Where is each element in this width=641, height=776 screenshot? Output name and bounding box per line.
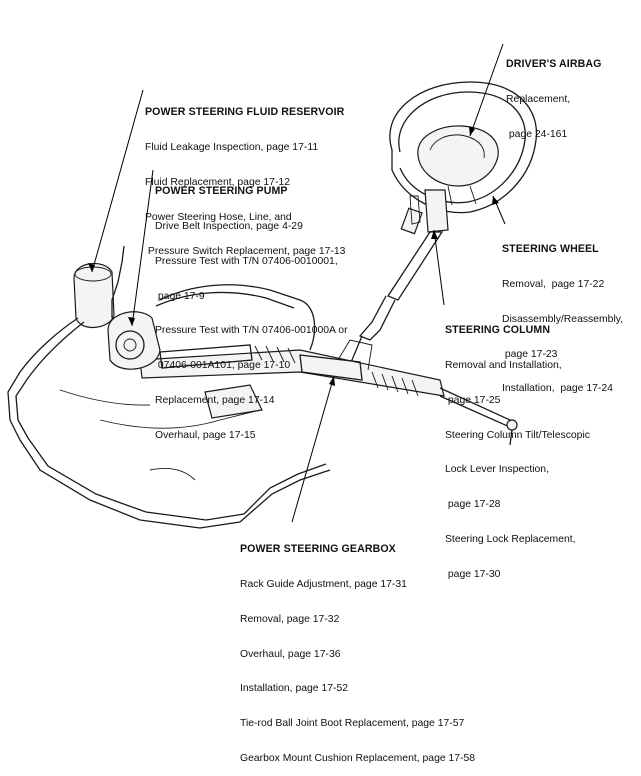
callout-line: Pressure Test with T/N 07406-0010001, bbox=[155, 255, 338, 267]
steering-column-drawing bbox=[344, 189, 449, 373]
callout-line: Pressure Switch Replacement, page 17-13 bbox=[145, 246, 346, 258]
steering-gearbox-drawing bbox=[139, 339, 518, 446]
callout-title: POWER STEERING GEARBOX bbox=[240, 543, 396, 556]
callout-title: POWER STEERING PUMP bbox=[155, 185, 288, 198]
hoses-and-lines-drawing bbox=[7, 284, 331, 529]
callout-line: Pressure Test with T/N 07406-001000A or bbox=[155, 325, 348, 337]
callout-line: page 17-25 bbox=[445, 394, 501, 406]
callout-line: Lock Lever Inspection, bbox=[445, 464, 549, 476]
callout-line: Overhaul, page 17-15 bbox=[155, 429, 256, 441]
callout-power-steering-gearbox: POWER STEERING GEARBOX Rack Guide Adjust… bbox=[240, 521, 475, 776]
callout-power-steering-fluid-reservoir: POWER STEERING FLUID RESERVOIR Fluid Lea… bbox=[145, 84, 345, 270]
callout-line: page 17-9 bbox=[155, 290, 205, 302]
callout-steering-column: STEERING COLUMN Removal and Installation… bbox=[445, 302, 590, 592]
pump-and-reservoir-drawing bbox=[73, 245, 161, 370]
callout-line: Overhaul, page 17-36 bbox=[240, 648, 341, 660]
callout-title: DRIVER'S AIRBAG bbox=[506, 58, 602, 71]
leader-lines bbox=[88, 43, 506, 523]
callout-drivers-airbag: DRIVER'S AIRBAG Replacement, page 24-161 bbox=[506, 36, 601, 152]
callout-line: Installation, page 17-52 bbox=[240, 683, 349, 695]
callout-line: Rack Guide Adjustment, page 17-31 bbox=[240, 578, 407, 590]
callout-line: Removal, page 17-32 bbox=[240, 613, 340, 625]
callout-line: page 17-28 bbox=[445, 499, 501, 511]
callout-line: Drive Belt Inspection, page 4-29 bbox=[155, 220, 303, 232]
callout-title: POWER STEERING FLUID RESERVOIR bbox=[145, 106, 345, 119]
callout-line: Fluid Leakage Inspection, page 17-11 bbox=[145, 141, 319, 153]
callout-line: page 17-30 bbox=[445, 568, 501, 580]
callout-line: Power Steering Hose, Line, and bbox=[145, 211, 292, 223]
callout-line: Removal, page 17-22 bbox=[502, 278, 605, 290]
callout-line: page 24-161 bbox=[506, 128, 568, 140]
callout-line: 07406-001A101, page 17-10 bbox=[155, 360, 291, 372]
callout-line: Replacement, bbox=[506, 93, 571, 105]
steering-system-illustration bbox=[7, 43, 538, 529]
callout-steering-wheel: STEERING WHEEL Removal, page 17-22 Disas… bbox=[502, 221, 623, 407]
callout-line: Disassembly/Reassembly, bbox=[502, 313, 624, 325]
callout-line: Steering Column Tilt/Telescopic bbox=[445, 429, 590, 441]
callout-line: Fluid Replacement, page 17-12 bbox=[145, 176, 290, 188]
callout-line: Steering Lock Replacement, bbox=[445, 533, 576, 545]
callout-title: STEERING COLUMN bbox=[445, 324, 551, 337]
callout-line: Tie-rod Ball Joint Boot Replacement, pag… bbox=[240, 718, 465, 730]
callout-line: Installation, page 17-24 bbox=[502, 383, 613, 395]
callout-line: Gearbox Mount Cushion Replacement, page … bbox=[240, 752, 476, 764]
callout-line: Replacement, page 17-14 bbox=[155, 394, 275, 406]
callout-title: STEERING WHEEL bbox=[502, 243, 599, 256]
callout-line: page 17-23 bbox=[502, 348, 558, 360]
callout-power-steering-pump: POWER STEERING PUMP Drive Belt Inspectio… bbox=[155, 163, 348, 453]
callout-line: Removal and Installation, bbox=[445, 359, 562, 371]
